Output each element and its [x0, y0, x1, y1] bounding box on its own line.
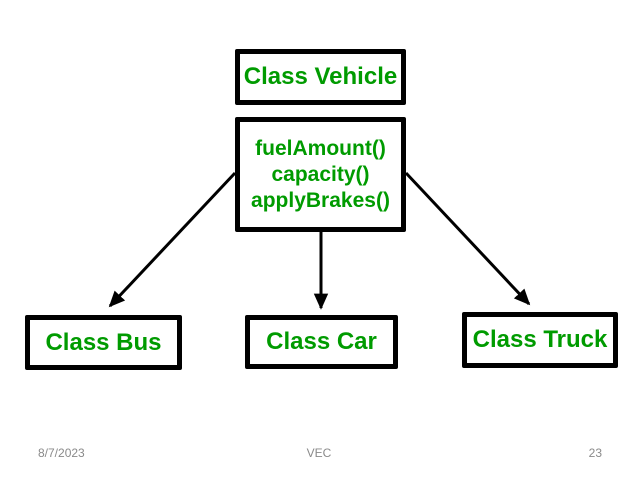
slide-footer: 8/7/2023 VEC 23 — [0, 444, 638, 464]
footer-page-number: 23 — [588, 446, 602, 460]
class-truck-node: Class Truck — [462, 312, 618, 368]
method-fuel-amount: fuelAmount() — [255, 136, 386, 160]
class-vehicle-node: Class Vehicle — [235, 49, 406, 105]
class-car-node: Class Car — [245, 315, 398, 369]
footer-center-text: VEC — [306, 446, 332, 460]
method-capacity: capacity() — [271, 162, 370, 186]
class-vehicle-label: Class Vehicle — [243, 63, 398, 90]
class-truck-label: Class Truck — [472, 326, 608, 353]
method-apply-brakes: applyBrakes() — [251, 188, 390, 212]
footer-date: 8/7/2023 — [38, 446, 85, 460]
class-car-label: Class Car — [266, 328, 377, 355]
inheritance-arrow-to-bus — [108, 171, 237, 308]
class-bus-label: Class Bus — [45, 328, 162, 356]
vehicle-methods-node: fuelAmount() capacity() applyBrakes() — [235, 117, 406, 232]
inheritance-arrow-to-truck — [404, 171, 531, 306]
class-bus-node: Class Bus — [25, 315, 182, 370]
